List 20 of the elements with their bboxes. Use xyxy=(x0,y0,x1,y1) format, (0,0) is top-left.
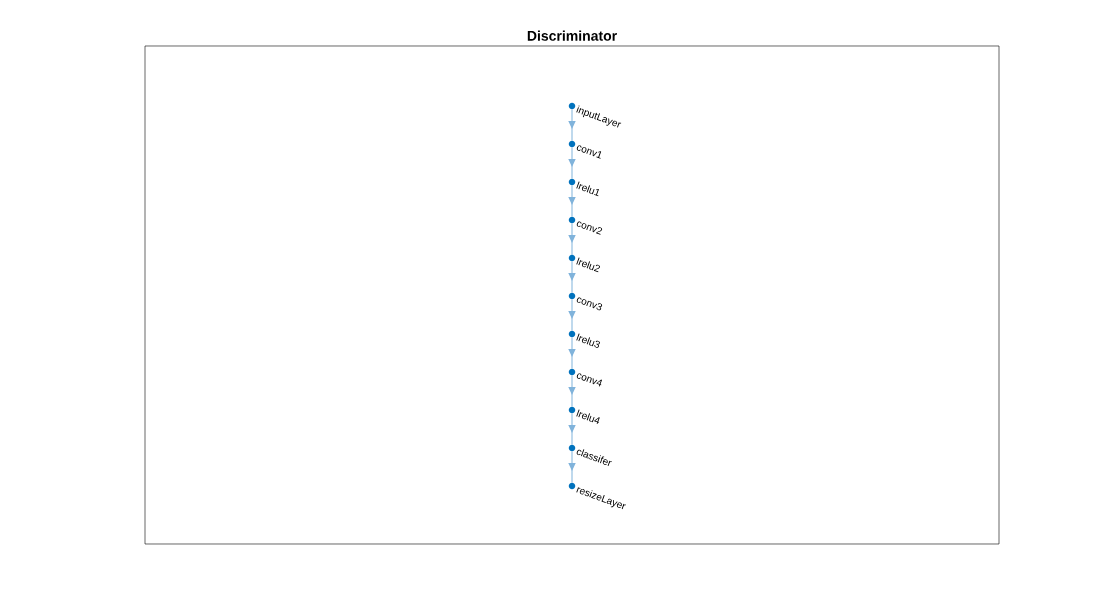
arrow xyxy=(568,298,576,332)
node-label: lrelu2 xyxy=(576,257,600,273)
arrow xyxy=(568,184,576,218)
node-label: conv3 xyxy=(576,297,603,311)
node-label: lrelu1 xyxy=(576,181,599,197)
arrow xyxy=(568,108,576,142)
arrow xyxy=(568,374,576,408)
chart-title: Discriminator xyxy=(527,30,617,41)
node-label: lrelu4 xyxy=(576,409,600,424)
arrow xyxy=(568,146,576,180)
arrow xyxy=(568,412,576,446)
node-label: conv1 xyxy=(576,145,602,159)
node-label: conv4 xyxy=(576,373,602,387)
arrow xyxy=(568,336,576,370)
arrow xyxy=(568,260,576,294)
node-label: classifer xyxy=(576,449,612,466)
arrow xyxy=(568,222,576,256)
node-label: conv2 xyxy=(576,221,603,235)
node-label: lrelu3 xyxy=(576,333,600,348)
arrow xyxy=(568,450,576,484)
